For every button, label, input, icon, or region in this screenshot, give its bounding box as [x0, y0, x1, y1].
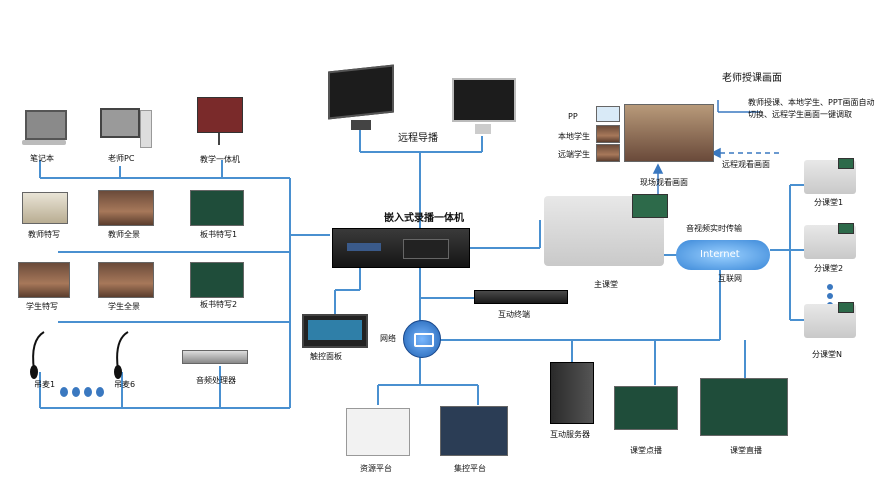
board-close-1-thumb	[190, 190, 244, 226]
local-students-thumb	[596, 125, 620, 143]
teacher-wide-label: 教师全景	[108, 230, 140, 239]
network-switch-icon	[403, 320, 441, 358]
teacher-view-thumb	[624, 104, 714, 162]
mic-6-icon	[114, 331, 129, 379]
media-server-icon	[550, 362, 594, 424]
audio-processor-label: 音频处理器	[196, 376, 236, 385]
mic-1-label: 吊麦1	[34, 380, 56, 389]
board-close-2-label: 板书特写2	[200, 300, 238, 309]
mic-dots	[60, 382, 104, 401]
branch-2-label: 分课堂2	[814, 264, 844, 273]
teacher-close-thumb	[22, 192, 68, 224]
teacher-pc-label: 老师PC	[108, 154, 135, 163]
control-platform-thumb	[440, 406, 508, 456]
monitor-right-icon	[452, 78, 516, 134]
monitor-left-icon	[328, 64, 394, 130]
ppt-label: PP	[568, 112, 578, 121]
branch-2-icon	[804, 223, 856, 259]
onsite-watch-label: 现场观看画面	[640, 178, 688, 187]
student-close-label: 学生特写	[26, 302, 58, 311]
teacher-view-title: 老师授课画面	[722, 73, 782, 84]
board-close-2-thumb	[190, 262, 244, 298]
recorder-label: 嵌入式录播一体机	[384, 213, 464, 224]
branch-1-label: 分课堂1	[814, 198, 844, 207]
media-server-label: 互动服务器	[550, 430, 590, 439]
teacher-wide-thumb	[98, 190, 154, 226]
remote-director-label: 远程导播	[398, 133, 438, 144]
resource-platform-label: 资源平台	[360, 464, 392, 473]
pc-icon	[100, 108, 152, 148]
vod-label: 课堂点播	[630, 446, 662, 455]
teacher-view-desc-2: 切换、远程学生画面一键调取	[748, 110, 852, 119]
student-wide-thumb	[98, 262, 154, 298]
live-thumb	[700, 378, 788, 436]
live-label: 课堂直播	[730, 446, 762, 455]
branch-n-icon	[804, 302, 856, 338]
control-platform-label: 集控平台	[454, 464, 486, 473]
internet-cn-label: 互联网	[718, 274, 742, 283]
branch-n-label: 分课堂N	[812, 350, 842, 359]
smartboard-label: 教学一体机	[200, 155, 240, 164]
touch-panel-icon	[302, 314, 368, 348]
internet-label: Internet	[700, 249, 740, 260]
internet-cloud	[676, 240, 770, 270]
vod-thumb	[614, 386, 678, 430]
mic-6-label: 吊麦6	[114, 380, 136, 389]
local-students-label: 本地学生	[558, 132, 590, 141]
teacher-close-label: 教师特写	[28, 230, 60, 239]
board-close-1-label: 板书特写1	[200, 230, 238, 239]
laptop-label: 笔记本	[30, 154, 54, 163]
resource-platform-thumb	[346, 408, 410, 456]
interactive-terminal-label: 互动终端	[498, 310, 530, 319]
main-classroom-board	[632, 194, 668, 218]
network-label: 网络	[380, 334, 396, 343]
smartboard-icon	[197, 97, 243, 145]
student-close-thumb	[18, 262, 70, 298]
audio-processor-icon	[182, 350, 248, 364]
mic-1-icon	[30, 331, 45, 379]
teacher-view-desc-1: 教师授课、本地学生、PPT画面自动	[748, 98, 875, 107]
recorder-device	[332, 228, 470, 268]
remote-students-thumb	[596, 144, 620, 162]
main-classroom-label: 主课堂	[594, 280, 618, 289]
remote-watch-label: 远程观看画面	[722, 160, 770, 169]
interactive-terminal-icon	[474, 290, 568, 304]
remote-students-label: 远端学生	[558, 150, 590, 159]
student-wide-label: 学生全景	[108, 302, 140, 311]
touch-panel-label: 触控面板	[310, 352, 342, 361]
laptop-icon	[22, 110, 67, 145]
ppt-thumb	[596, 106, 620, 122]
branch-1-icon	[804, 158, 856, 194]
av-transfer-label: 音视频实时传输	[686, 224, 742, 233]
